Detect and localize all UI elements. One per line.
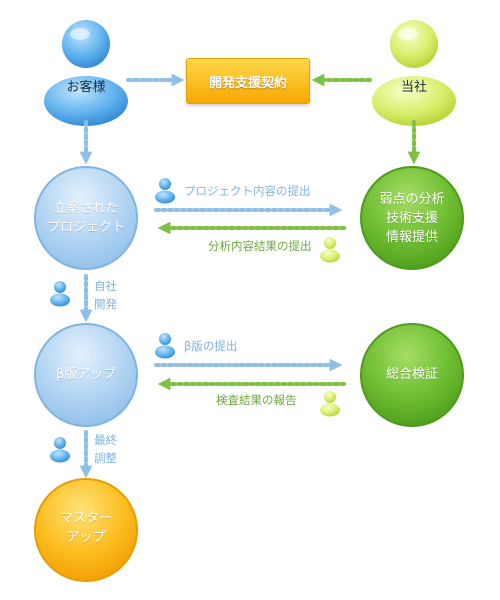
beta-node-text: β版アップ	[36, 366, 136, 385]
inspection-return-label: 検査結果の報告	[216, 393, 297, 407]
master-node-line-2: アップ	[66, 529, 106, 545]
analysis-return-person-icon	[320, 237, 340, 263]
final-adjust-person-icon	[50, 437, 70, 463]
analysis-node-line-1: 弱点の分析	[379, 192, 445, 207]
verify-node	[360, 323, 464, 427]
in-house-dev-line-2: 開発	[94, 296, 117, 311]
master-node-text: マスター アップ	[36, 510, 136, 548]
project-node-line-2: プロジェクト	[46, 219, 125, 235]
analysis-node	[360, 166, 464, 270]
project-submit-label: プロジェクト内容の提出	[184, 184, 311, 198]
inspection-return-person-icon	[320, 391, 340, 417]
final-adjust-label: 最終 調整	[94, 432, 117, 468]
analysis-node-line-2: 技術支援	[385, 210, 438, 226]
client-label: お客様	[66, 80, 106, 95]
final-adjust-line-1: 最終	[94, 433, 117, 447]
beta-node-line: β版アップ	[55, 367, 117, 382]
company-label: 当社	[400, 80, 427, 95]
verify-node-text: 総合検証	[362, 366, 462, 385]
master-node	[34, 478, 138, 582]
beta-submit-person-icon	[155, 333, 175, 359]
company-person-icon	[372, 20, 456, 126]
project-node-text: 立案された プロジェクト	[36, 200, 136, 238]
verify-node-line: 総合検証	[385, 367, 438, 382]
in-house-dev-person-icon	[50, 281, 70, 307]
client-person-icon	[44, 20, 128, 126]
analysis-return-label: 分析内容結果の提出	[208, 239, 312, 253]
project-node-line-1: 立案された	[53, 201, 119, 216]
master-node-line-1: マスター	[59, 511, 112, 526]
contract-label: 開発支援契約	[208, 75, 287, 91]
analysis-node-line-3: 情報提供	[385, 229, 438, 245]
in-house-dev-line-1: 自社	[94, 279, 117, 293]
final-adjust-line-2: 調整	[94, 450, 117, 465]
beta-submit-label: β版の提出	[184, 339, 238, 353]
contract-box: 開発支援契約	[186, 58, 310, 104]
analysis-node-text: 弱点の分析 技術支援 情報提供	[362, 191, 462, 248]
project-node	[34, 166, 138, 270]
project-submit-person-icon	[155, 178, 175, 204]
in-house-dev-label: 自社 開発	[94, 278, 117, 314]
beta-node	[34, 323, 138, 427]
